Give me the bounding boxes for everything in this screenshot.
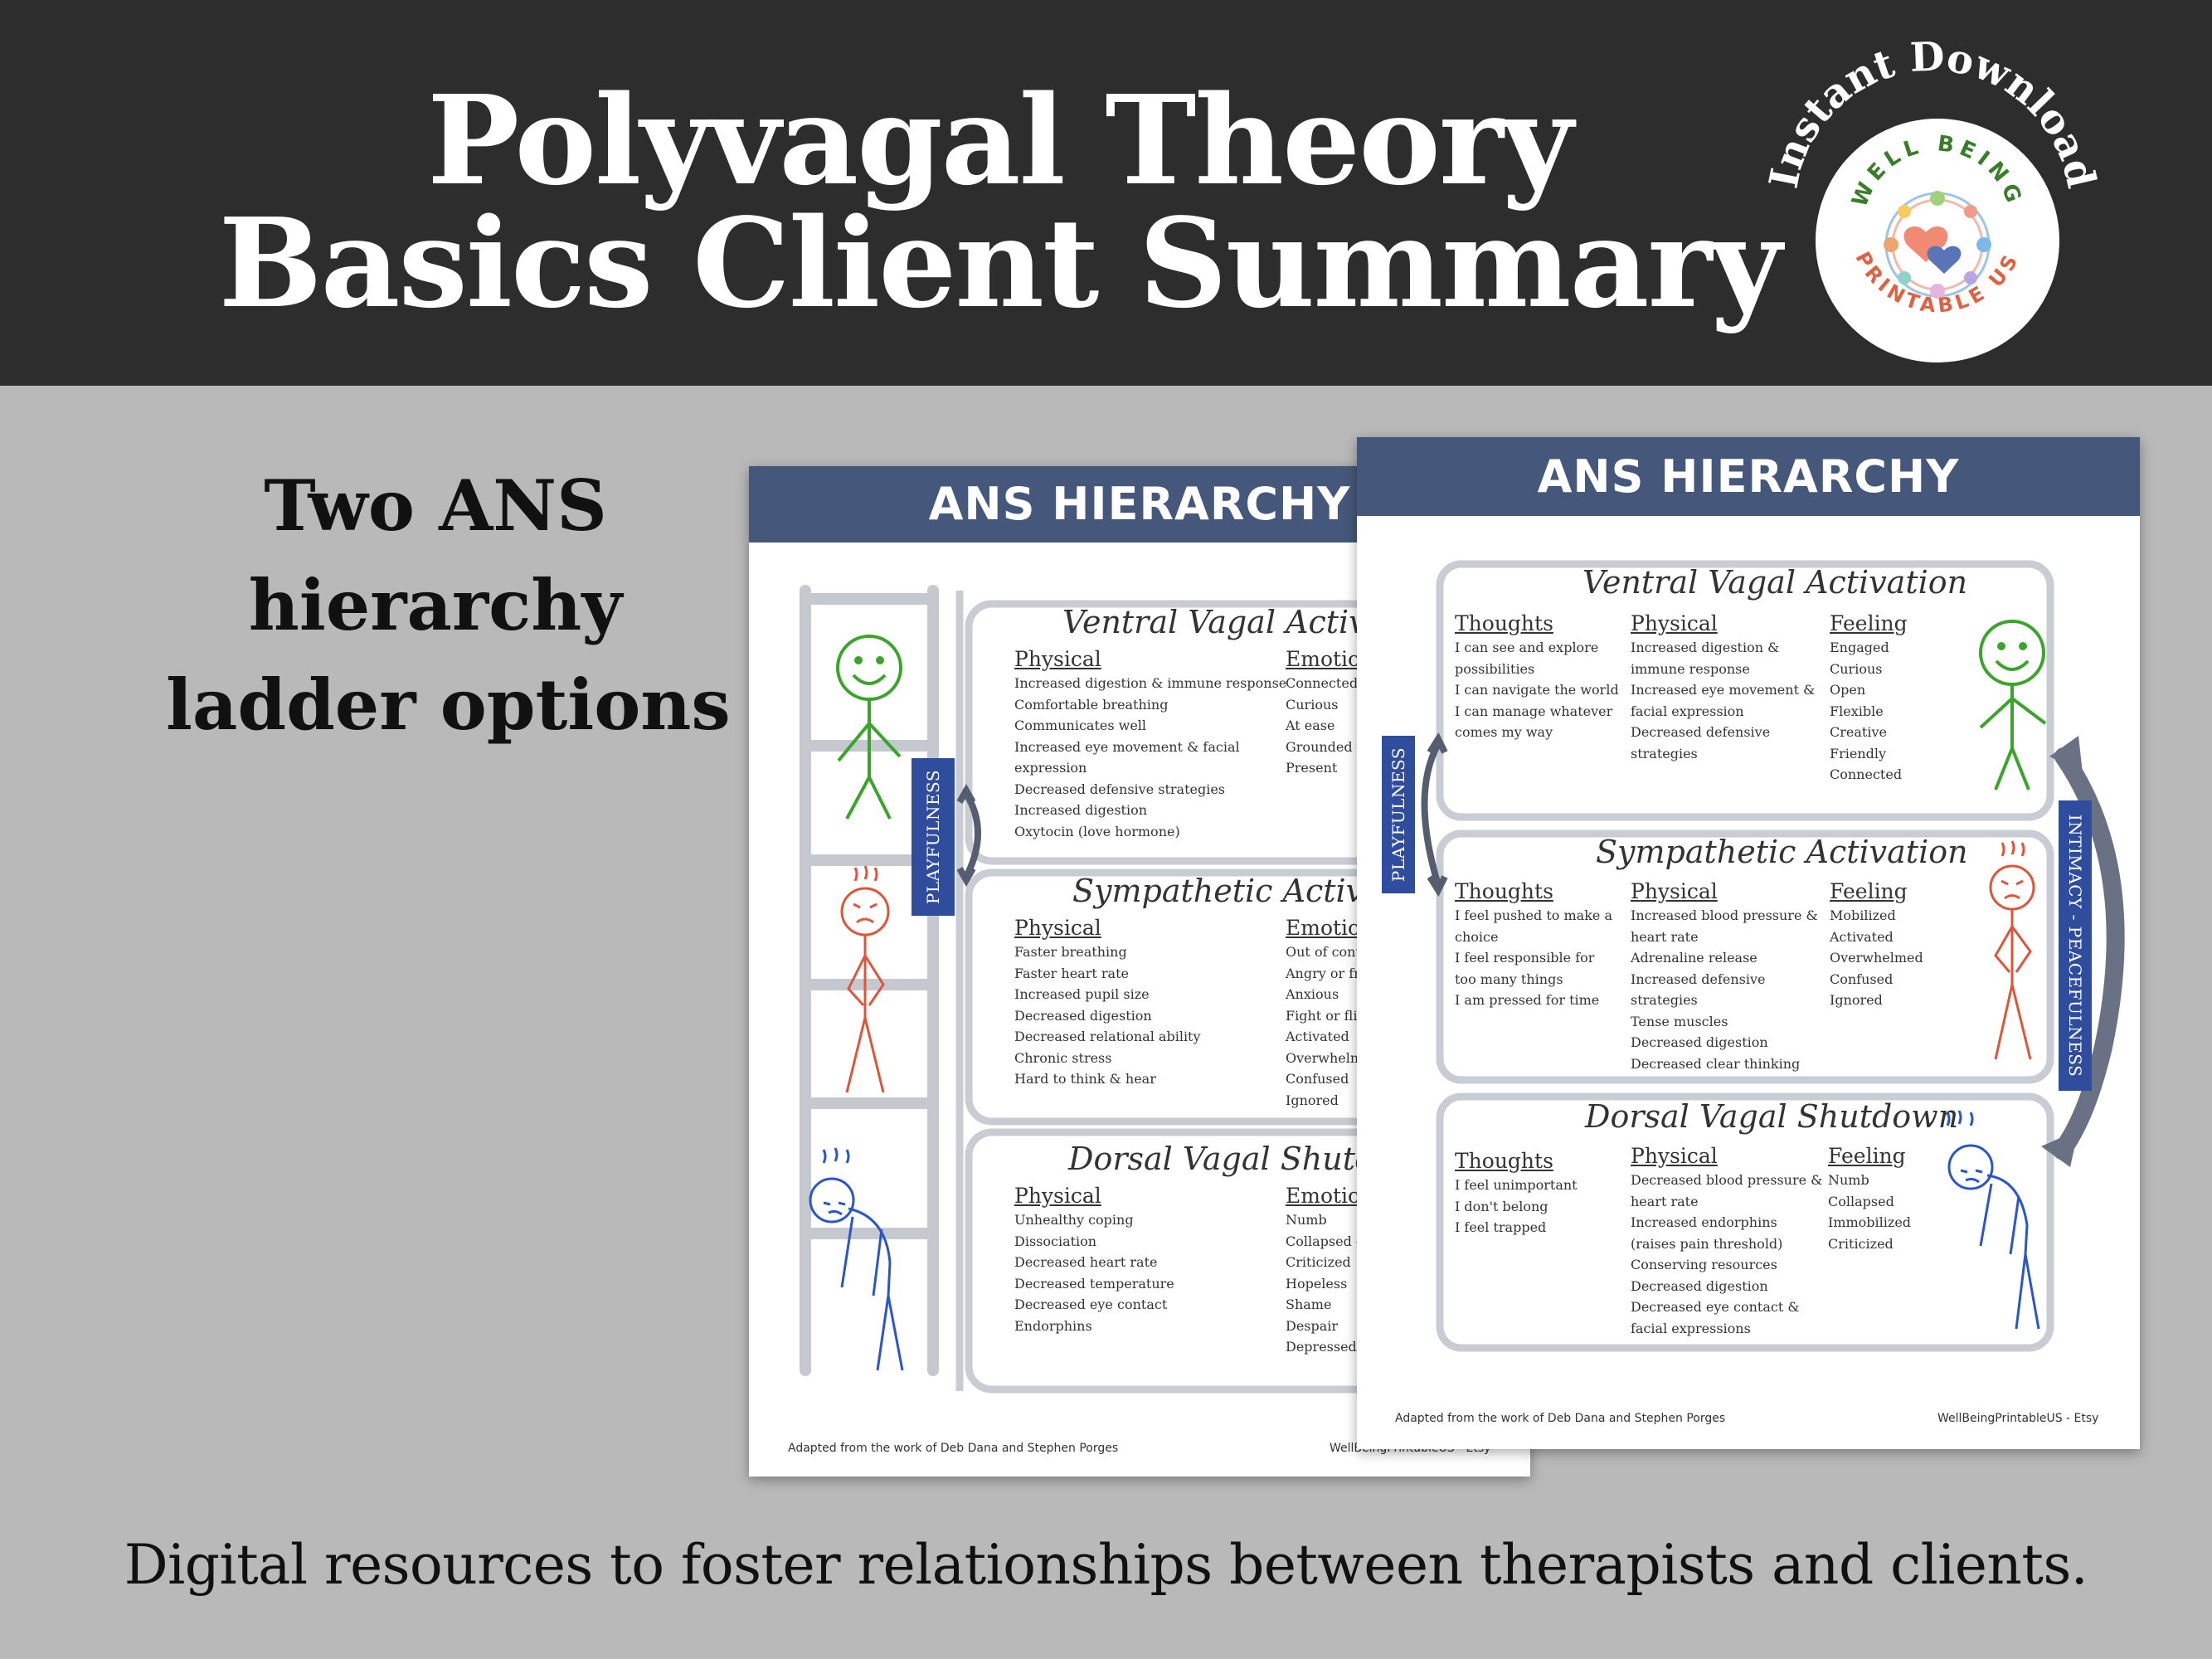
- sheet-b-ventral-physical: Physical Increased digestion & immune re…: [1631, 611, 1816, 761]
- caption-line-1: Two ANS: [264, 465, 607, 547]
- sheet-a-graphics: [800, 585, 1530, 1394]
- blue-collapsed-figure-icon: [1946, 1110, 2040, 1330]
- red-angry-figure-icon: [1989, 840, 2035, 1060]
- curved-arrow-icon: [2053, 747, 2125, 1160]
- sheet-a-sympathetic-physical: Physical Faster breathing Faster heart r…: [1014, 916, 1201, 1087]
- sheet-b-header: ANS HIERARCHY: [1357, 437, 2140, 516]
- sheet-b-sympathetic-thoughts: Thoughts I feel pushed to make a choice …: [1455, 879, 1612, 1008]
- sheet-a-dorsal-emotion: Emotio Numb Collapsed c Criticized Hopel…: [1286, 1184, 1364, 1355]
- caption-line-2: hierarchy: [248, 564, 623, 646]
- sheet-b-zone-sympathetic-title: Sympathetic Activation: [1596, 834, 1968, 870]
- green-smiling-figure-icon: [836, 635, 902, 820]
- sheet-b-zone-dorsal-title: Dorsal Vagal Shutdown: [1585, 1098, 1959, 1135]
- caption-line-3: ladder options: [166, 664, 731, 746]
- page-title: Polyvagal Theory Basics Client Summary: [191, 79, 1808, 324]
- sheet-a-sympathetic-emotion: Emotio Out of cont Angry or fr Anxious F…: [1286, 916, 1366, 1108]
- sheet-b-sympathetic-feeling: Feeling Mobilized Activated Overwhelmed …: [1830, 879, 1923, 1008]
- sheet-a-zone-sympathetic-title: Sympathetic Activati: [1072, 873, 1406, 909]
- red-angry-figure-icon: [840, 865, 890, 1093]
- sheet-b-footer-right: WellBeingPrintableUS - Etsy: [1937, 1412, 2099, 1425]
- badge-logo-icon: Instant Download WELL BEING PRINTABLE US: [1761, 33, 2104, 364]
- sheet-b-zone-ventral-title: Ventral Vagal Activation: [1582, 564, 1968, 601]
- ladder-icon: [800, 585, 939, 1376]
- sheet-b-playfulness-label: PLAYFULNESS: [1382, 736, 1415, 893]
- curved-arrow-icon: [1421, 732, 1448, 898]
- worksheet-three-column-version: ANS HIERARCHY: [1357, 437, 2140, 1449]
- sheet-b-dorsal-physical: Physical Decreased blood pressure & hear…: [1631, 1144, 1823, 1336]
- sheet-b-intimacy-label: INTIMACY - PEACEFULNESS: [2059, 800, 2092, 1091]
- sheet-a-playfulness-label: PLAYFULNESS: [912, 758, 955, 916]
- green-smiling-figure-icon: [1979, 620, 2047, 791]
- sheet-a-zone-dorsal-title: Dorsal Vagal Shutdo: [1068, 1141, 1395, 1177]
- sheet-a-dorsal-physical: Physical Unhealthy coping Dissociation D…: [1014, 1184, 1174, 1334]
- side-caption: Two ANS hierarchy ladder options: [166, 456, 731, 755]
- sheet-b-sympathetic-physical: Physical Increased blood pressure & hear…: [1631, 879, 1818, 1072]
- sheet-a-ventral-physical: Physical Increased digestion & immune re…: [1014, 647, 1287, 839]
- sheet-a-zone-ventral-title: Ventral Vagal Activat: [1062, 604, 1398, 640]
- blue-collapsed-figure-icon: [809, 1147, 904, 1371]
- sheet-b-graphics: [1421, 560, 2125, 1352]
- sheet-b-footer-left: Adapted from the work of Deb Dana and St…: [1395, 1412, 1726, 1425]
- title-line-2: Basics Client Summary: [218, 191, 1782, 335]
- sheet-a-ventral-emotion: Emotio Connected Curious At ease Grounde…: [1286, 647, 1361, 776]
- curved-arrow-icon: [956, 783, 981, 888]
- bottom-tagline: Digital resources to foster relationship…: [124, 1533, 2088, 1597]
- sheet-b-ventral-feeling: Feeling Engaged Curious Open Flexible Cr…: [1830, 611, 1908, 782]
- sheet-b-dorsal-thoughts: Thoughts I feel unimportant I don't belo…: [1455, 1149, 1578, 1235]
- title-line-1: Polyvagal Theory: [427, 68, 1573, 212]
- sheet-b-dorsal-feeling: Feeling Numb Collapsed Immobilized Criti…: [1828, 1144, 1912, 1252]
- sheet-a-footer-left: Adapted from the work of Deb Dana and St…: [788, 1442, 1119, 1455]
- sheet-b-ventral-thoughts: Thoughts I can see and explore possibili…: [1455, 611, 1619, 740]
